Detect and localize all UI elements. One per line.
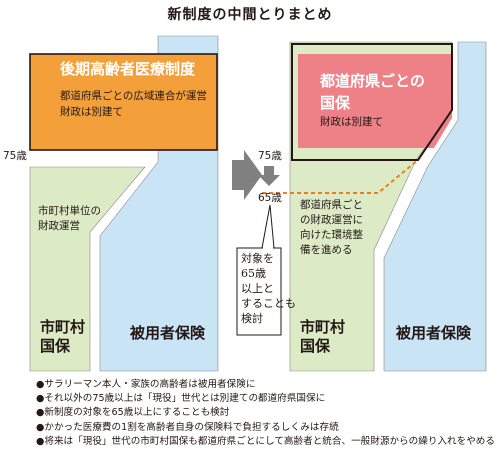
right-pref-title-1: 都道府県ごとの <box>320 72 425 90</box>
left-green-text-2: 財政運営 <box>38 220 80 232</box>
page-title: 新制度の中間とりまとめ <box>167 7 333 23</box>
right-pref-title-2: 国保 <box>320 94 351 112</box>
right-arrow-icon <box>232 150 262 200</box>
middle-age-65-label: 65歳 <box>258 192 282 204</box>
bullet-item: それ以外の75歳以上は「現役」世代とは別建ての都道府県国保に <box>36 392 500 406</box>
note-line-2: 65歳 <box>241 267 266 280</box>
note-line-5: 検討 <box>241 312 263 325</box>
left-green-text-1: 市町村単位の <box>38 205 101 217</box>
left-kokuho-region <box>29 166 146 372</box>
left-kokuho-label-1: 市町村 <box>40 318 86 336</box>
left-elderly-sub2: 財政は別建て <box>60 106 123 118</box>
left-kokuho-label-2: 国保 <box>40 337 71 355</box>
bullet-list: サラリーマン本人・家族の高齢者は被用者保険に それ以外の75歳以上は「現役」世代… <box>36 378 500 449</box>
right-hiyosha-region <box>383 41 487 372</box>
right-hiyosha-label: 被用者保険 <box>396 324 472 342</box>
right-kokuho-label-1: 市町村 <box>300 318 346 336</box>
note-line-4: することも <box>241 297 296 310</box>
note-box <box>236 247 282 336</box>
middle-age-75-label: 75歳 <box>258 150 282 162</box>
right-green-text-3: 向けた環境整 <box>300 229 363 241</box>
bullet-item: かかった医療費の1割を高齢者自身の保険料で負担するしくみは存続 <box>36 421 500 435</box>
right-pref-outline <box>291 43 453 161</box>
right-kokuho-label-2: 国保 <box>300 337 331 355</box>
left-hiyosha-label: 被用者保険 <box>130 324 206 342</box>
down-arrow-icon <box>258 166 280 186</box>
left-age-75-label: 75歳 <box>3 150 27 162</box>
right-green-text-1: 都道府県ごと <box>300 199 363 211</box>
left-elderly-title: 後期高齢者医療制度 <box>60 60 196 78</box>
note-line-1: 対象を <box>241 252 274 265</box>
age65-dashed-outline <box>262 159 419 194</box>
left-elderly-box <box>29 53 218 151</box>
left-elderly-sub1: 都道府県ごとの広域連合が運営 <box>60 90 207 102</box>
note-line-3: 以上と <box>241 282 274 295</box>
note-pointer <box>261 204 275 249</box>
bullet-item: 新制度の対象を65歳以上にすることも検討 <box>36 406 500 420</box>
right-pref-box <box>298 54 452 148</box>
right-green-text-2: の財政運営に <box>300 214 363 226</box>
bullet-item: サラリーマン本人・家族の高齢者は被用者保険に <box>36 378 500 392</box>
right-pref-sub: 財政は別建て <box>320 116 383 128</box>
right-green-text-4: 備を進める <box>300 244 353 256</box>
bullet-item: 将来は「現役」世代の市町村国保も都道府県ごとにして高齢者と統合、一般財源からの繰… <box>36 435 500 449</box>
